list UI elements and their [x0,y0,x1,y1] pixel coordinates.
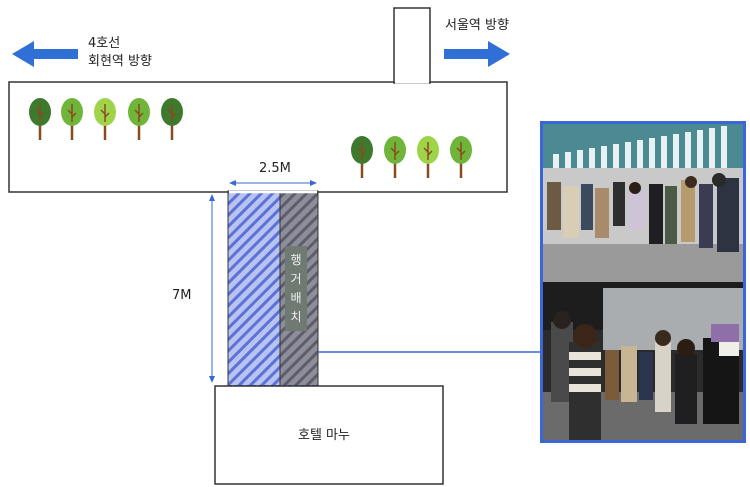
tree-icon [29,98,51,140]
top-passage [393,7,431,84]
tree-icon [450,136,472,178]
street-block [8,81,508,193]
hotel-label: 호텔 마누 [298,428,350,443]
alley-hatched-area [227,190,281,389]
tree-icon [161,98,183,140]
tree-icon [384,136,406,178]
hanger-char: 치 [290,309,302,324]
tree-icon [94,98,116,140]
left-direction-line2: 회현역 방향 [88,54,152,69]
tree-icon [61,98,83,140]
tree-icon [417,136,439,178]
tree-icon [351,136,373,178]
height-dimension-label: 7M [172,288,192,303]
hanger-char: 거 [290,271,302,286]
left-arrow-icon [12,41,78,67]
left-direction-line1: 4호선 [88,36,121,51]
market-photo-top [543,124,743,282]
hanger-placement-label: 행 거 배 치 [285,246,307,331]
market-photo-bottom [543,282,743,440]
width-dimension-label: 2.5M [259,161,291,176]
hanger-char: 행 [290,252,302,267]
right-arrow-icon [444,41,510,67]
photo-panel [540,121,746,443]
tree-icon [128,98,150,140]
hotel-building [214,385,444,485]
right-direction-label: 서울역 방향 [445,18,509,33]
hanger-char: 배 [290,290,302,305]
